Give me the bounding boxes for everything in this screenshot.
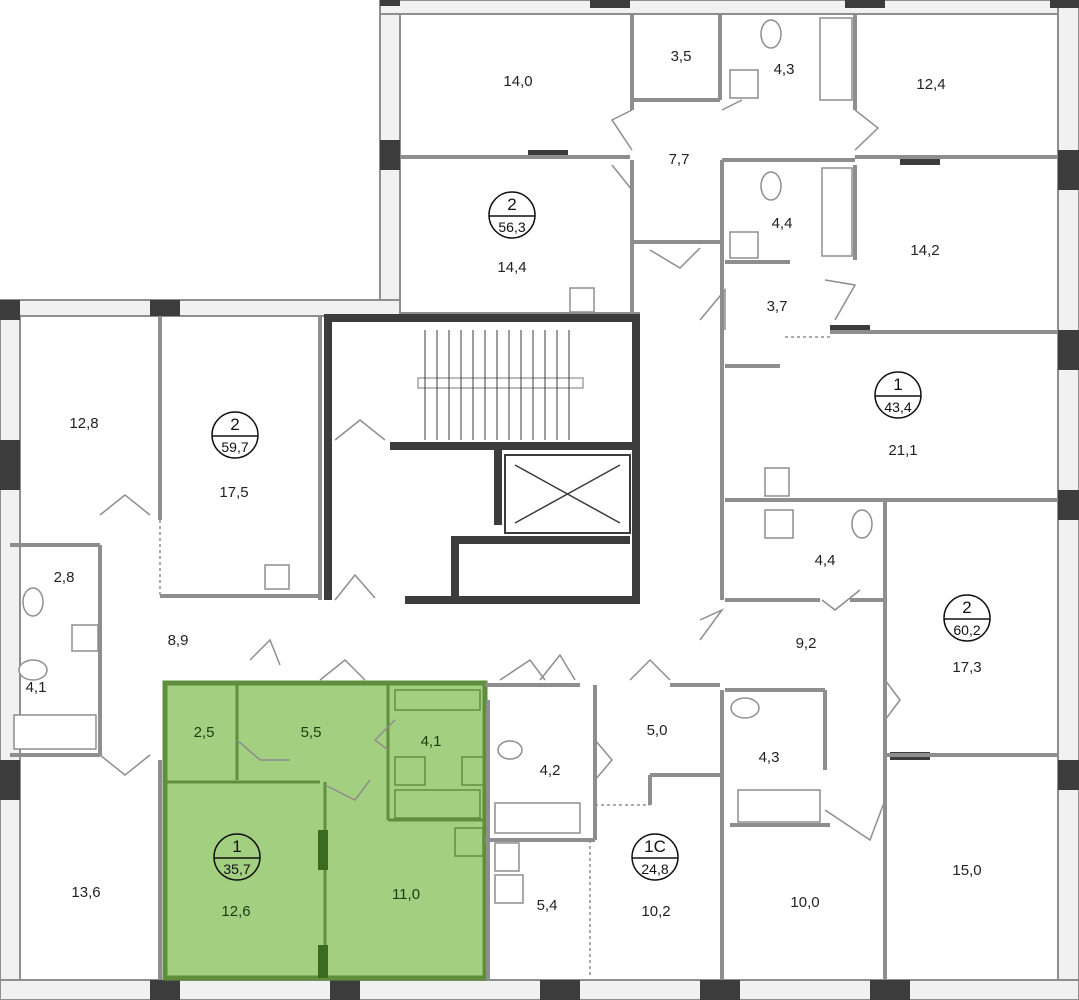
apartment-badge[interactable]: 143,4 — [874, 371, 922, 419]
dashed-boundaries — [159, 336, 830, 975]
room-area-label: 10,0 — [790, 894, 819, 911]
room-area-label: 14,2 — [910, 242, 939, 259]
room-area-label: 3,5 — [671, 48, 692, 65]
room-area-label: 4,4 — [772, 215, 793, 232]
apartment-badge[interactable]: 259,7 — [211, 411, 259, 459]
room-area-label: 2,5 — [194, 724, 215, 741]
room-area-label: 4,3 — [759, 749, 780, 766]
badge-rooms: 1 — [232, 837, 241, 856]
room-area-label: 7,7 — [669, 151, 690, 168]
room-area-label: 14,4 — [497, 259, 526, 276]
apartment-badge[interactable]: 256,3 — [488, 191, 536, 239]
room-area-label: 5,5 — [301, 724, 322, 741]
room-area-label: 4,1 — [26, 679, 47, 696]
room-area-label: 13,6 — [71, 884, 100, 901]
room-area-label: 5,0 — [647, 722, 668, 739]
stair-treads — [424, 330, 570, 440]
apartment-badge[interactable]: 1С 24,8 — [631, 833, 679, 881]
room-area-label: 15,0 — [952, 862, 981, 879]
room-area-label: 9,2 — [796, 635, 817, 652]
room-area-label: 17,5 — [219, 484, 248, 501]
badge-total-area: 59,7 — [221, 439, 248, 455]
badge-total-area: 24,8 — [641, 861, 668, 877]
badge-rooms: 2 — [962, 598, 971, 617]
badge-rooms: 1С — [644, 837, 666, 856]
room-area-label: 4,3 — [774, 61, 795, 78]
room-area-label: 10,2 — [641, 903, 670, 920]
badge-rooms: 2 — [507, 195, 516, 214]
badge-circle — [943, 594, 991, 642]
badge-circle — [211, 411, 259, 459]
room-area-label: 4,2 — [540, 762, 561, 779]
badge-circle — [631, 833, 679, 881]
badge-total-area: 60,2 — [953, 622, 980, 638]
room-area-label: 12,8 — [69, 415, 98, 432]
room-area-label: 14,0 — [503, 73, 532, 90]
room-area-label: 4,4 — [815, 552, 836, 569]
badge-total-area: 43,4 — [884, 399, 911, 415]
room-area-label: 11,0 — [392, 886, 420, 903]
room-area-label: 12,4 — [916, 76, 945, 93]
badge-rooms: 1 — [893, 375, 902, 394]
badge-circle — [488, 191, 536, 239]
room-area-label: 17,3 — [952, 659, 981, 676]
door-swings — [99, 99, 901, 842]
bath-fixtures — [13, 17, 873, 904]
apartment-badge[interactable]: 260,2 — [943, 594, 991, 642]
interior-walls — [10, 14, 1058, 980]
room-area-label: 5,4 — [537, 897, 558, 914]
room-labels: 14,03,54,312,47,74,414,414,23,712,817,52… — [26, 48, 982, 920]
stair-core — [324, 314, 640, 604]
selected-apartment-highlight[interactable] — [162, 680, 488, 981]
room-area-label: 12,6 — [221, 903, 250, 920]
room-area-label: 21,1 — [888, 442, 917, 459]
badge-rooms: 2 — [230, 415, 239, 434]
apartment-badge[interactable]: 135,7 — [213, 833, 261, 881]
badge-total-area: 35,7 — [223, 861, 250, 877]
badge-circle — [874, 371, 922, 419]
room-area-label: 2,8 — [54, 569, 75, 586]
room-area-label: 3,7 — [767, 298, 788, 315]
room-area-label: 8,9 — [168, 632, 189, 649]
room-area-label: 4,1 — [421, 733, 442, 750]
badge-circle — [213, 833, 261, 881]
badge-total-area: 56,3 — [498, 219, 525, 235]
